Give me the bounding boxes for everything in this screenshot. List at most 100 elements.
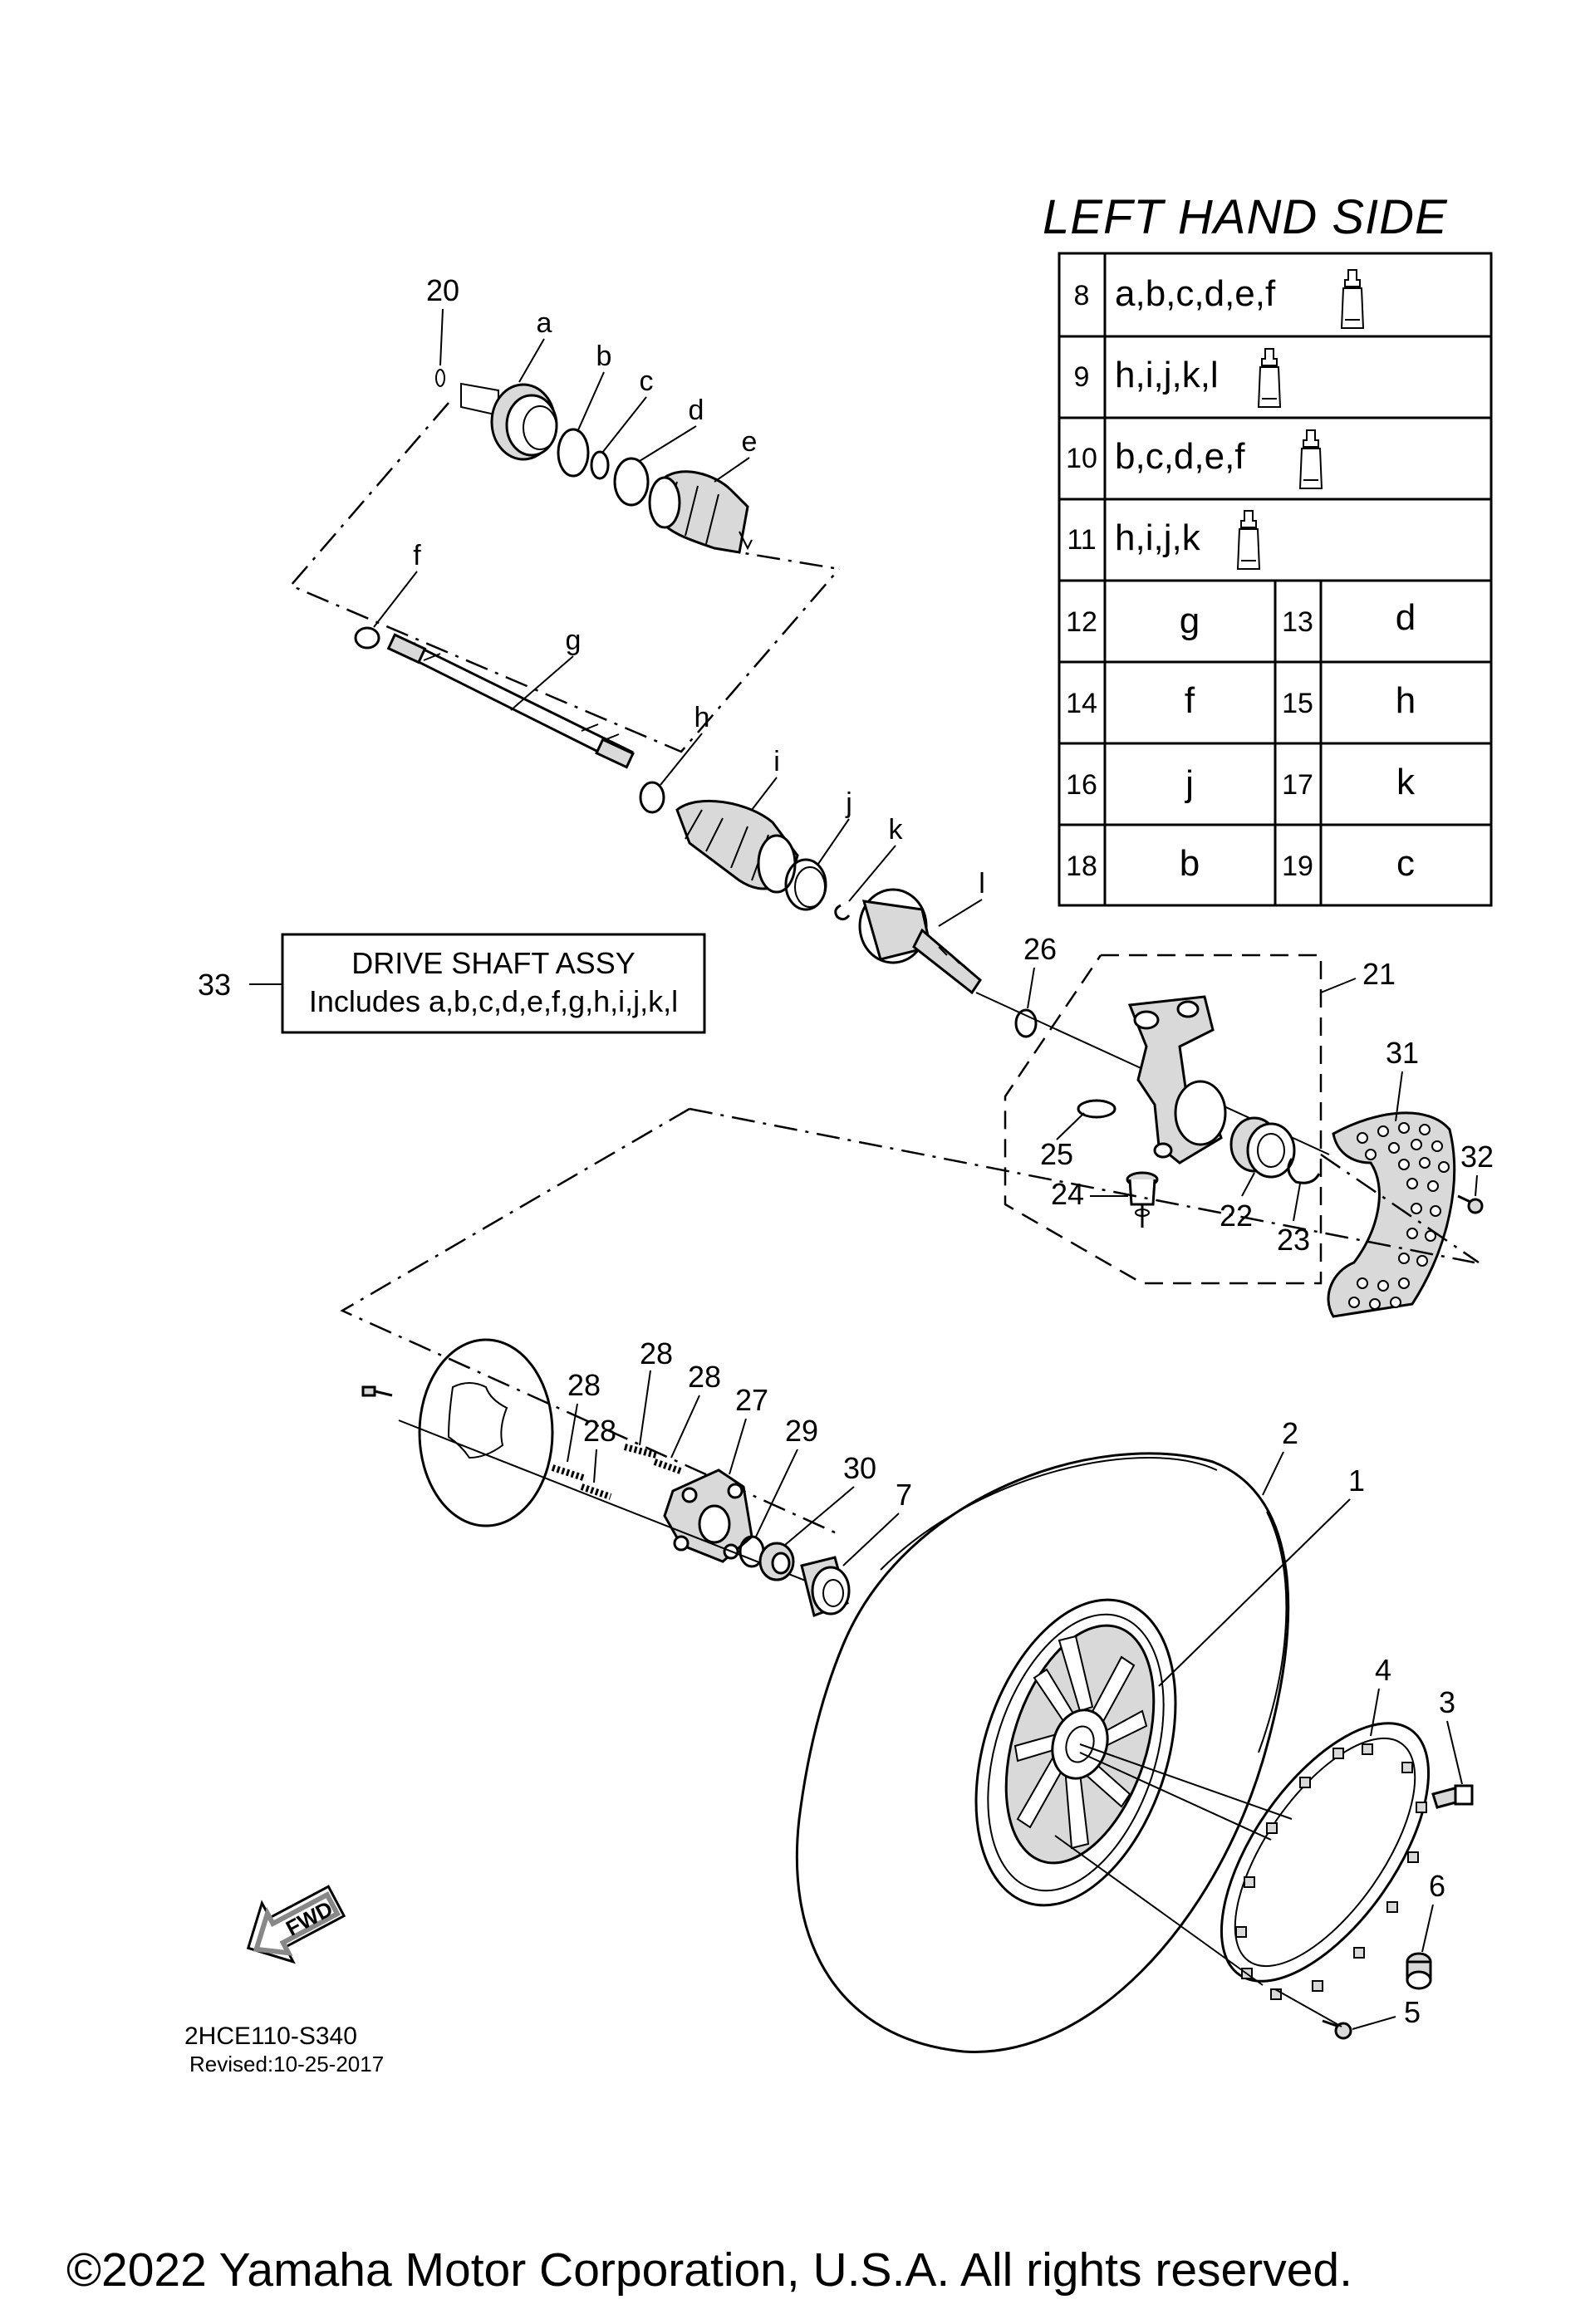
- table-row-num: 19: [1282, 851, 1313, 882]
- callout-5: 5: [1404, 1995, 1421, 2029]
- assy-box-line1: DRIVE SHAFT ASSY: [351, 946, 635, 980]
- drive-shaft-parts: DRIVE SHAFT ASSY Includes a,b,c,d,e,f,g,…: [198, 307, 1330, 1155]
- ball-joint: [1126, 1171, 1159, 1228]
- table-row-value: a,b,c,d,e,f: [1115, 273, 1276, 314]
- table-row-value: h,i,j,k: [1115, 517, 1201, 558]
- table-row-num: 18: [1066, 851, 1097, 882]
- beadlock-ring: [1220, 1722, 1431, 2000]
- table-row-num: 11: [1067, 524, 1096, 556]
- callout-3: 3: [1439, 1685, 1455, 1719]
- callout-24: 24: [1051, 1177, 1084, 1211]
- label-l: l: [979, 868, 985, 900]
- callout-7: 7: [896, 1478, 912, 1512]
- axle-nut: [800, 1556, 851, 1617]
- label-j: j: [845, 787, 852, 819]
- callout-29: 29: [785, 1414, 818, 1448]
- table-row-num: 13: [1282, 606, 1313, 638]
- callout-4: 4: [1375, 1653, 1391, 1687]
- fwd-arrow-icon: FWD: [246, 1885, 346, 1964]
- hub-disc-group: [340, 1107, 1475, 1617]
- valve-stem: [1431, 1784, 1474, 1809]
- table-row-num: 17: [1282, 769, 1313, 801]
- callout-6: 6: [1429, 1869, 1445, 1903]
- brake-disc: [418, 1338, 554, 1527]
- grease-tube-icon: [1236, 510, 1261, 570]
- callout-20: 20: [426, 273, 459, 307]
- cv-boot-outer: [648, 470, 753, 554]
- legend-table: 8 a,b,c,d,e,f 9 h,i,j,k,l 10 b,c,d,e,f 1…: [1058, 252, 1493, 907]
- callout-28d: 28: [583, 1414, 616, 1448]
- table-row-value: k: [1396, 762, 1416, 802]
- table-row-value: h: [1396, 680, 1416, 721]
- wheel-hub: [663, 1468, 753, 1563]
- label-k: k: [889, 814, 904, 846]
- table-row-num: 14: [1066, 688, 1097, 719]
- label-a: a: [537, 307, 552, 339]
- guard-bolt: [1457, 1194, 1484, 1214]
- label-c: c: [640, 365, 654, 397]
- callout-28a: 28: [640, 1336, 673, 1370]
- table-row-value: b,c,d,e,f: [1115, 436, 1245, 477]
- callout-21: 21: [1362, 957, 1396, 991]
- table-row-value: f: [1185, 680, 1195, 721]
- table-row-value: j: [1184, 763, 1194, 804]
- steering-knuckle: [1127, 995, 1227, 1164]
- grease-tube-icon: [1298, 429, 1323, 489]
- grease-tube-icon: [1257, 348, 1282, 408]
- callout-22: 22: [1220, 1199, 1253, 1233]
- callout-30: 30: [843, 1451, 876, 1485]
- table-row-value: c: [1396, 843, 1415, 884]
- callout-33: 33: [198, 968, 231, 1002]
- label-i: i: [773, 746, 780, 777]
- label-d: d: [689, 395, 704, 426]
- callout-2: 2: [1282, 1416, 1298, 1450]
- table-row-value: g: [1180, 601, 1200, 641]
- label-f: f: [413, 540, 421, 571]
- wheel-rim: [974, 1598, 1177, 1907]
- callouts: 20 21 26 31 32 25 24 22 23 28 28 28 28 2…: [426, 273, 1494, 2030]
- grease-tube-icon: [1340, 269, 1365, 329]
- valve-cap: [1406, 1952, 1432, 1990]
- cv-joint-outer: [460, 382, 558, 461]
- ring-bolt: [1322, 2019, 1352, 2040]
- table-row-num: 9: [1074, 361, 1090, 393]
- callout-26: 26: [1023, 932, 1057, 966]
- callout-27: 27: [735, 1383, 768, 1417]
- table-row-num: 15: [1282, 688, 1313, 719]
- label-e: e: [742, 426, 758, 458]
- table-row-num: 16: [1066, 769, 1097, 801]
- callout-25: 25: [1040, 1137, 1073, 1171]
- callout-28c: 28: [688, 1360, 721, 1394]
- revised-date: Revised:10-25-2017: [189, 2052, 385, 2076]
- assy-box-line2: Includes a,b,c,d,e,f,g,h,i,j,k,l: [309, 984, 678, 1018]
- callout-23: 23: [1277, 1223, 1310, 1257]
- table-row-num: 8: [1074, 280, 1090, 311]
- cv-boot-inner: [675, 799, 799, 894]
- callout-28b: 28: [567, 1368, 601, 1402]
- brake-guard: [1327, 1111, 1456, 1318]
- label-g: g: [566, 625, 582, 656]
- table-row-num: 10: [1066, 443, 1097, 474]
- table-title: LEFT HAND SIDE: [1043, 190, 1448, 244]
- diagram-code: 2HCE110-S340: [184, 2022, 357, 2050]
- cv-joint-inner: [858, 888, 982, 995]
- drive-shaft-assy-box: DRIVE SHAFT ASSY Includes a,b,c,d,e,f,g,…: [198, 933, 706, 1034]
- wheel-bearing: [1229, 1116, 1296, 1179]
- hub-studs: [551, 1444, 685, 1500]
- wheel-tire-group: [795, 1452, 1474, 2053]
- callout-32: 32: [1460, 1140, 1494, 1174]
- table-row-value: h,i,j,k,l: [1115, 355, 1219, 395]
- copyright-notice: ©2022 Yamaha Motor Corporation, U.S.A. A…: [66, 2243, 1352, 2297]
- callout-31: 31: [1386, 1036, 1419, 1070]
- table-row-value: d: [1396, 597, 1416, 638]
- label-b: b: [596, 341, 612, 372]
- table-row-num: 12: [1066, 606, 1097, 638]
- axle-shaft: [386, 633, 635, 769]
- disc-bolt: [361, 1385, 393, 1397]
- label-h: h: [694, 702, 710, 733]
- knuckle-group: [1004, 954, 1484, 1318]
- tire: [795, 1452, 1290, 2053]
- table-row-value: b: [1180, 843, 1200, 884]
- callout-1: 1: [1348, 1464, 1365, 1498]
